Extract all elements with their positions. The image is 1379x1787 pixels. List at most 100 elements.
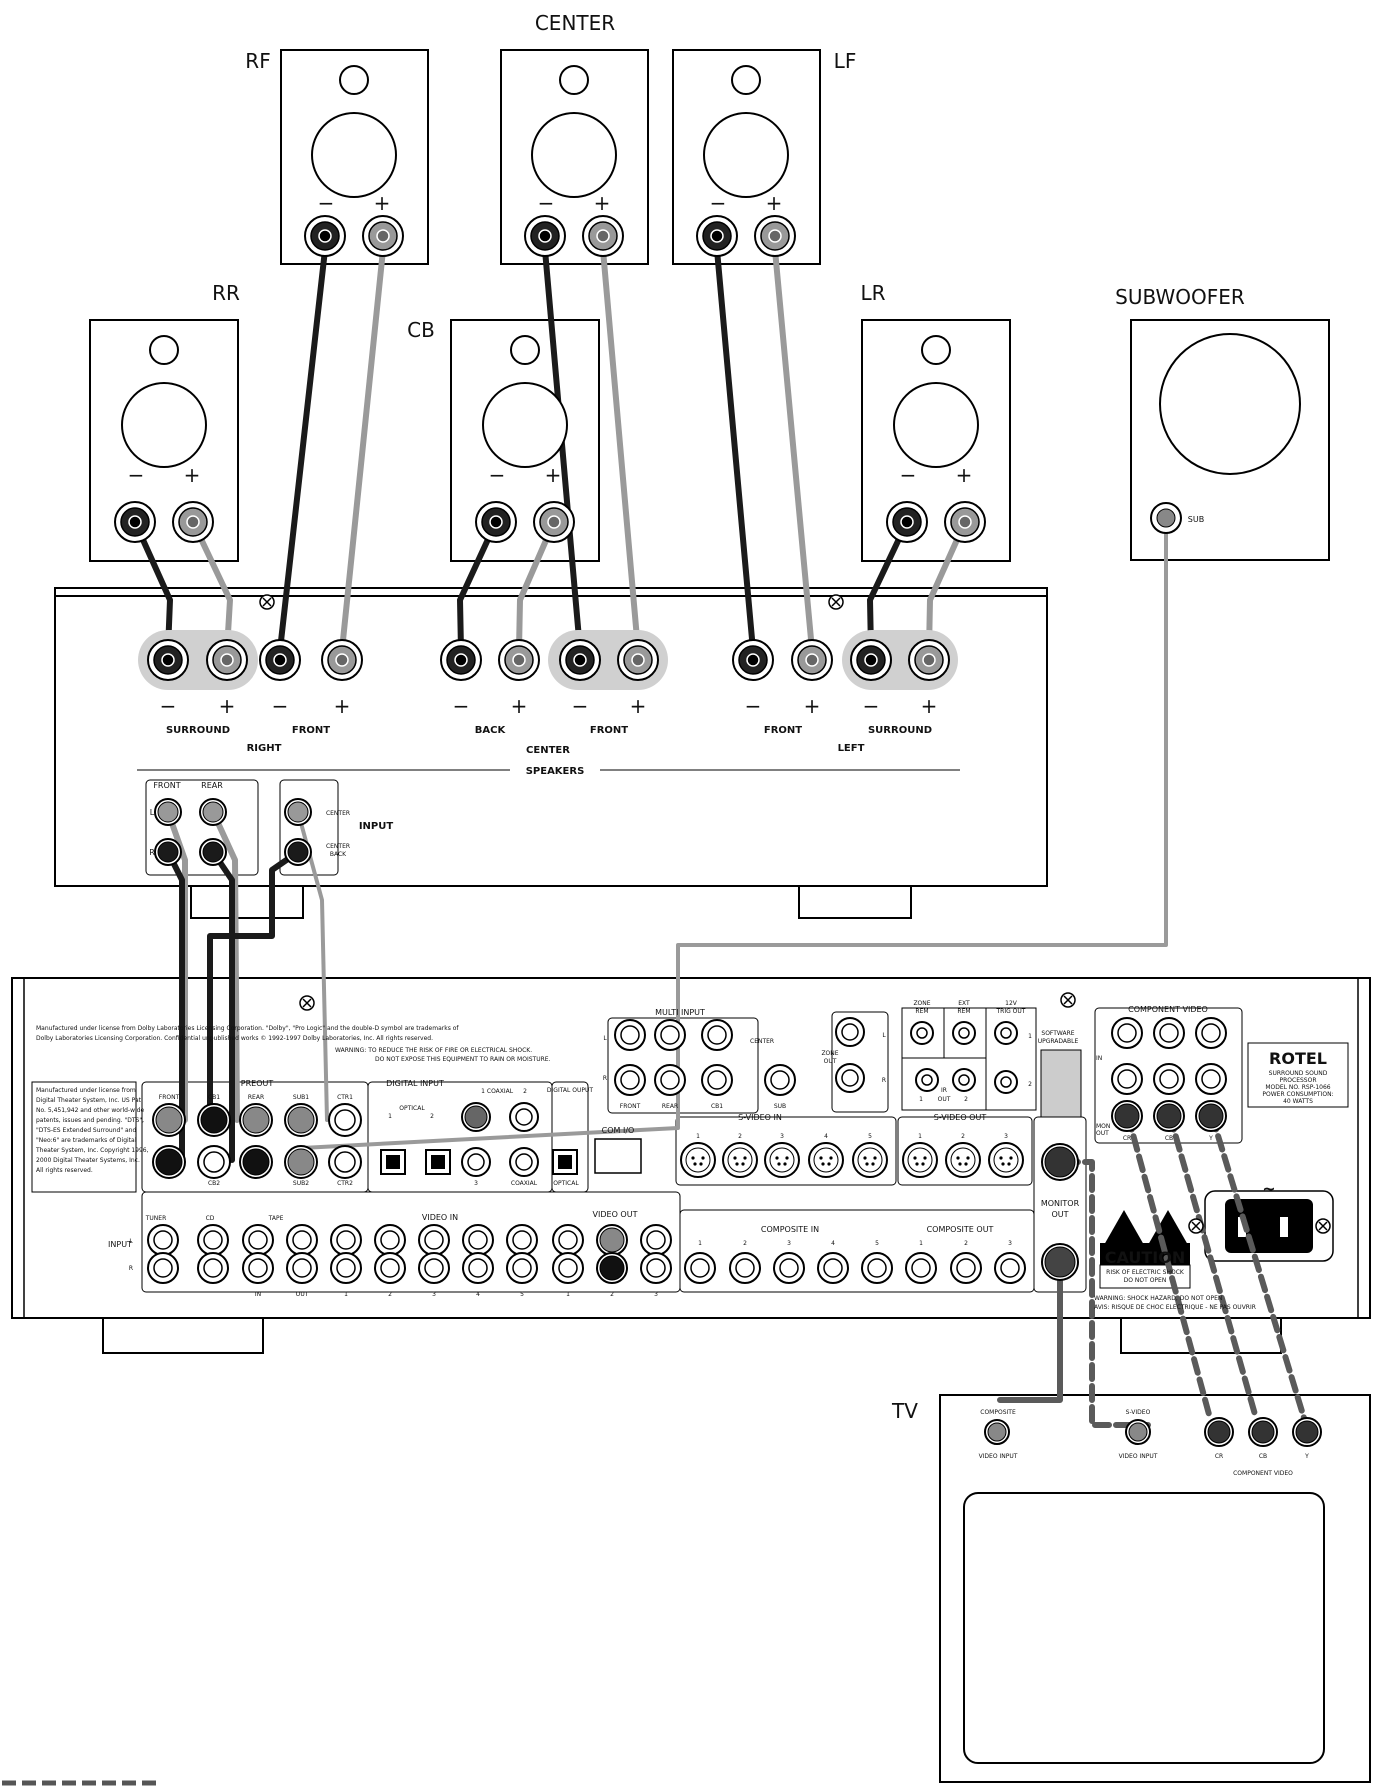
mi-rear-l [654,1019,686,1051]
mi-r-label: R [603,1075,607,1082]
wire-sub [300,514,1168,1150]
input-l-10 [596,1224,628,1256]
ac-pin-right [1280,1217,1288,1237]
tv-svideo-input-label: VIDEO INPUT [1119,1453,1158,1460]
wire-component-cb [1167,1113,1259,1421]
amp-screw-right-slot [831,597,841,607]
rr-post-pos [172,501,214,543]
optical-out-label: OPTICAL [553,1180,579,1187]
svideo-out-1 [902,1142,938,1178]
video-out-num-1: 1 [566,1291,570,1298]
svideo-out-3-pin-1 [1009,1156,1013,1160]
software-port-box [1040,1049,1082,1125]
center-post-pos [582,215,624,257]
zone-out-r [835,1063,865,1093]
amp-sign-10: − [863,694,880,718]
amp-speakers-label: SPEAKERS [526,766,585,777]
tv-cr-label: CR [1215,1453,1223,1460]
lr-post-pos-hole [958,515,972,529]
amp-post-9-hole [805,653,819,667]
input-r-6 [418,1252,450,1284]
optical-in-3-pin [467,1153,485,1171]
wire-cb-pos [516,519,557,653]
mi-front-r-pin [620,1070,640,1090]
wire-center-pos [600,247,641,653]
caution-label: CAUTION [1105,1248,1185,1267]
amp-sign-8: − [745,694,762,718]
optical-in-3 [461,1147,491,1177]
input-l-7-pin [468,1230,488,1250]
coaxial-in-1 [461,1102,491,1132]
amp-in-front-label: FRONT [153,781,180,790]
trig-2-label: 2 [1028,1081,1032,1088]
caution-sub-2: DO NOT OPEN [1124,1277,1167,1284]
rr-label: RR [212,281,240,305]
amp-post-2 [259,639,301,681]
input-l-0 [147,1224,179,1256]
amp-post-4-hole [454,653,468,667]
zone-out-l-label: L [882,1032,886,1039]
model-line-1: PROCESSOR [1280,1077,1317,1084]
amp-in-front-r-plug [157,841,179,863]
caution-sub-1: RISK OF ELECTRIC SHOCK [1106,1269,1185,1276]
amp-sign-5: + [511,694,528,718]
input-r-7-pin [468,1258,488,1278]
lr-plus-label: + [956,463,973,487]
amp-in-rear-l-plug [202,801,224,823]
svideo-out-label: S-VIDEO OUT [934,1113,987,1122]
lr-post-neg [886,501,928,543]
preout-front-l [152,1103,186,1137]
svideo-out-3-pin-3 [1007,1162,1011,1166]
tv-y-jack [1292,1417,1322,1447]
lf-label: LF [834,49,857,73]
mi-center [701,1019,733,1051]
software-label-1: SOFTWARE [1041,1030,1074,1037]
mi-center-pin [707,1025,727,1045]
preout-rear-l-plug [242,1106,270,1134]
monitor-out-svideo-plug [1044,1146,1076,1178]
amp-in-cback-label-2: BACK [330,851,347,858]
amp-center-label: CENTER [526,745,570,756]
zone-out-label-1: ZONE [821,1050,838,1057]
amp-in-rear-r [199,838,227,866]
video-out-label: VIDEO OUT [593,1210,638,1219]
zone-out-r-pin [841,1069,859,1087]
amp-group-label-0: SURROUND [166,725,230,736]
cb-post-pos-hole [547,515,561,529]
cv-in-4-pin [1159,1069,1179,1089]
composite-in-3 [773,1252,805,1284]
cv-in-1 [1153,1017,1185,1049]
wire-lf-neg [714,247,756,653]
preout-sub1-plug [287,1106,315,1134]
cb-plus-label: + [545,463,562,487]
preout-front-l-plug [155,1106,183,1134]
input-r-3-pin [292,1258,312,1278]
zone-out-r-label: R [882,1077,886,1084]
tv-y-jack-plug [1295,1420,1319,1444]
input-r-3 [286,1252,318,1284]
mi-sub-pin [770,1070,790,1090]
preout-label-0: FRONT [159,1094,180,1101]
proc-dts-2: No. 5,451,942 and other world-wide [36,1107,144,1114]
mi-cb1-label: CB1 [711,1103,723,1110]
rf-plus-label: + [374,191,391,215]
cb-post-neg-hole [489,515,503,529]
center-post-pos-hole [596,229,610,243]
rr-post-neg-hole [128,515,142,529]
svideo-in-4-pin-0 [819,1156,823,1160]
input-l-6-pin [424,1230,444,1250]
svideo-in-num-2: 2 [738,1133,742,1140]
ext-rem-jack [952,1021,976,1045]
amp-post-2-hole [273,653,287,667]
input-r-2-pin [248,1258,268,1278]
amp-post-10-hole [864,653,878,667]
trig-out-2-pin [1000,1076,1012,1088]
svideo-out-2-pin-2 [958,1162,962,1166]
amp-group-label-1: FRONT [292,725,330,736]
preout-sub1 [284,1103,318,1137]
proc-dts-6: Theater System, Inc. Copyright 1996, [35,1147,149,1154]
preout-ctr2 [328,1145,362,1179]
composite-out-num-3: 3 [1008,1240,1012,1247]
jack-layer [114,65,1331,1447]
